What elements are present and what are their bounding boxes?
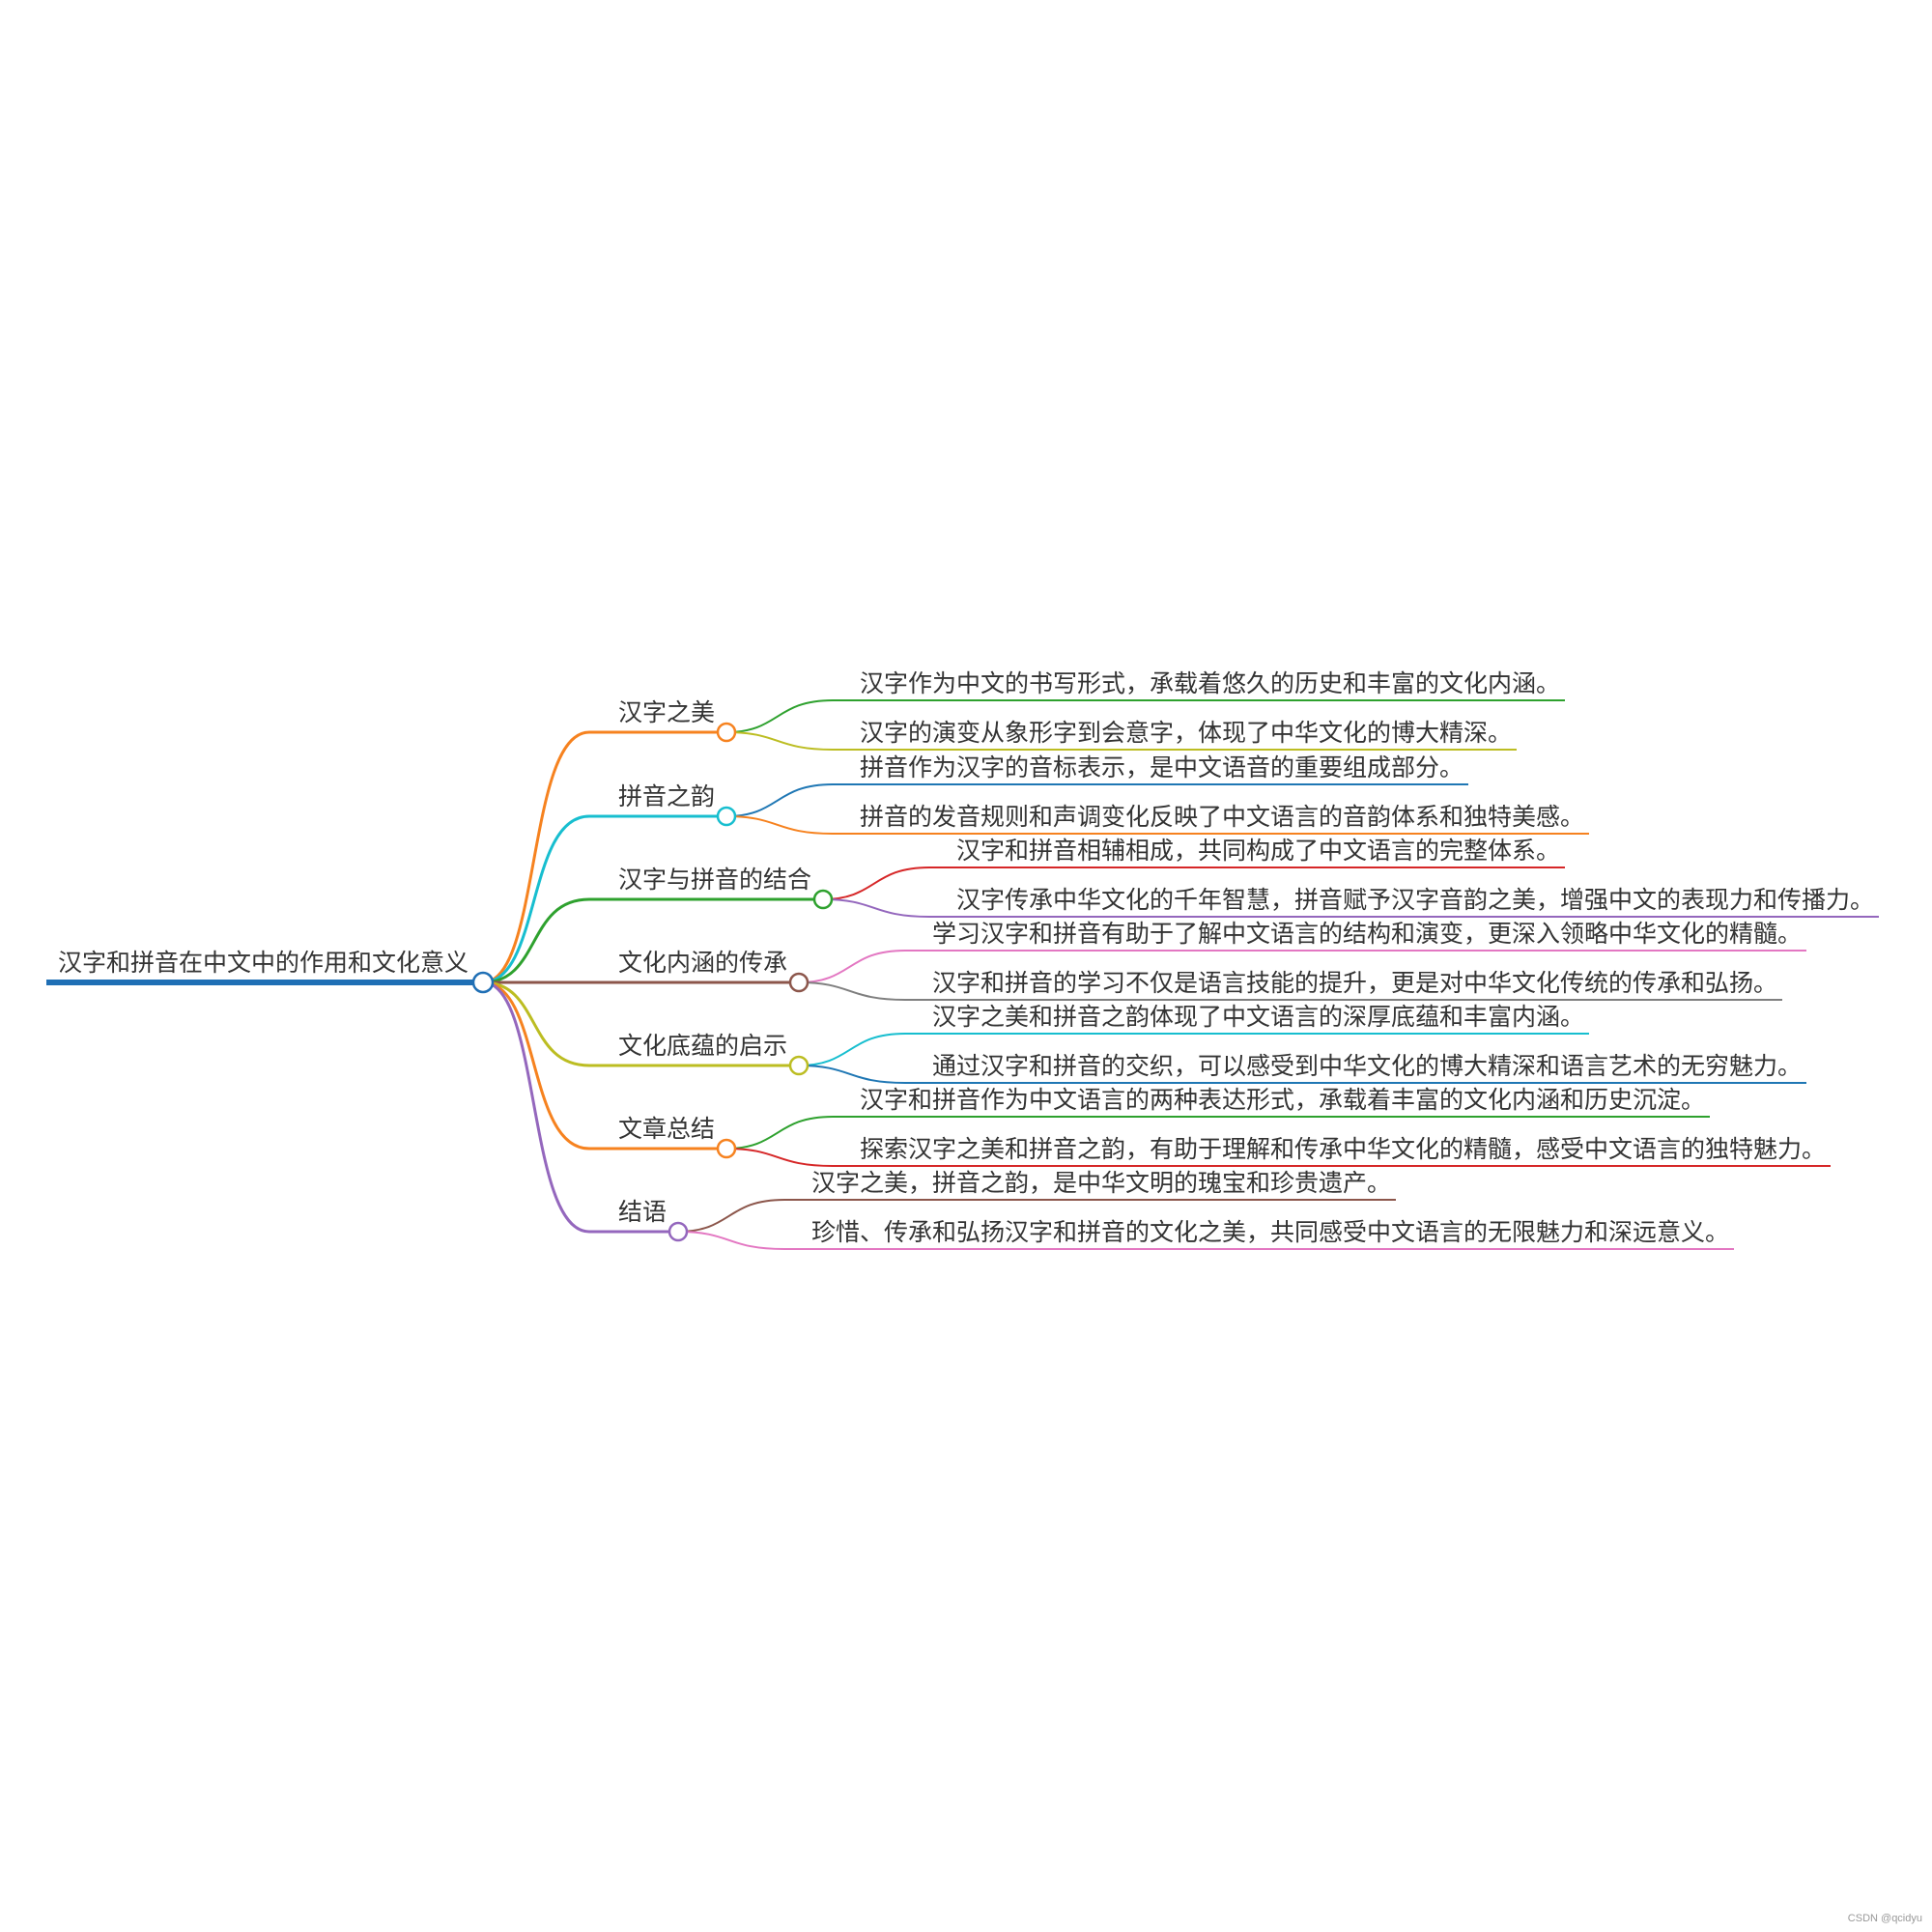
- leaf-text: 汉字的演变从象形字到会意字，体现了中华文化的博大精深。: [860, 719, 1512, 747]
- watermark: CSDN @qcidyu: [1847, 1913, 1922, 1924]
- root-collapse-toggle[interactable]: [471, 971, 495, 994]
- leaf-connector: [798, 981, 1782, 1001]
- leaf-text: 珍惜、传承和弘扬汉字和拼音的文化之美，共同感受中文语言的无限魅力和深远意义。: [811, 1218, 1729, 1246]
- branch-label: 文化内涵的传承: [618, 949, 787, 977]
- branch-connector: [482, 730, 726, 984]
- node-layer: 汉字之美 汉字作为中文的书写形式，承载着悠久的历史和丰富的文化内涵。汉字的演变从象…: [58, 669, 1874, 1246]
- leaf-connector: [798, 950, 1806, 983]
- branch-label: 汉字与拼音的结合: [618, 866, 811, 894]
- leaf-connector: [725, 1148, 1831, 1167]
- leaf-connector: [725, 815, 1589, 835]
- branch-label: 文章总结: [618, 1115, 715, 1143]
- branch-collapse-toggle[interactable]: [788, 972, 810, 993]
- leaf-connector: [725, 783, 1468, 817]
- branch-collapse-toggle[interactable]: [668, 1221, 689, 1242]
- leaf-connector: [798, 1065, 1806, 1084]
- leaf-text: 汉字作为中文的书写形式，承载着悠久的历史和丰富的文化内涵。: [860, 669, 1560, 697]
- branch-connector: [482, 980, 678, 1234]
- branch-collapse-toggle[interactable]: [716, 722, 737, 743]
- leaf-connector: [725, 731, 1517, 751]
- connector-layer: [46, 699, 1879, 1250]
- leaf-connector: [677, 1231, 1734, 1250]
- leaf-text: 拼音作为汉字的音标表示，是中文语音的重要组成部分。: [860, 753, 1463, 781]
- leaf-connector: [725, 1116, 1710, 1150]
- leaf-connector: [822, 898, 1879, 918]
- branch-label: 拼音之韵: [618, 782, 715, 810]
- branch-connector: [482, 814, 726, 984]
- branch-collapse-toggle[interactable]: [716, 1138, 737, 1159]
- leaf-text: 汉字和拼音作为中文语言的两种表达形式，承载着丰富的文化内涵和历史沉淀。: [860, 1086, 1705, 1114]
- leaf-text: 学习汉字和拼音有助于了解中文语言的结构和演变，更深入领略中华文化的精髓。: [932, 920, 1802, 948]
- branch-connector: [482, 897, 823, 984]
- leaf-connector: [725, 699, 1565, 733]
- leaf-text: 汉字和拼音相辅相成，共同构成了中文语言的完整体系。: [956, 837, 1560, 865]
- leaf-text: 探索汉字之美和拼音之韵，有助于理解和传承中华文化的精髓，感受中文语言的独特魅力。: [860, 1135, 1826, 1163]
- root-label: 汉字和拼音在中文中的作用和文化意义: [58, 949, 469, 977]
- leaf-connector: [798, 1033, 1589, 1066]
- leaf-text: 拼音的发音规则和声调变化反映了中文语言的音韵体系和独特美感。: [860, 803, 1584, 831]
- branch-label: 文化底蕴的启示: [618, 1032, 787, 1060]
- leaf-text: 汉字传承中华文化的千年智慧，拼音赋予汉字音韵之美，增强中文的表现力和传播力。: [956, 886, 1874, 914]
- leaf-connector: [677, 1199, 1396, 1233]
- leaf-text: 汉字之美，拼音之韵，是中华文明的瑰宝和珍贵遗产。: [811, 1169, 1391, 1197]
- leaf-text: 汉字之美和拼音之韵体现了中文语言的深厚底蕴和丰富内涵。: [932, 1003, 1584, 1031]
- branch-label: 汉字之美: [618, 698, 715, 726]
- branch-collapse-toggle[interactable]: [788, 1055, 810, 1076]
- branch-connector: [482, 980, 726, 1151]
- branch-label: 结语: [618, 1198, 667, 1226]
- branch-connector: [482, 980, 799, 1067]
- leaf-connector: [822, 867, 1565, 900]
- leaf-text: 汉字和拼音的学习不仅是语言技能的提升，更是对中华文化传统的传承和弘扬。: [932, 969, 1777, 997]
- branch-collapse-toggle[interactable]: [812, 889, 834, 910]
- branch-collapse-toggle[interactable]: [716, 806, 737, 827]
- leaf-text: 通过汉字和拼音的交织，可以感受到中华文化的博大精深和语言艺术的无穷魅力。: [932, 1052, 1802, 1080]
